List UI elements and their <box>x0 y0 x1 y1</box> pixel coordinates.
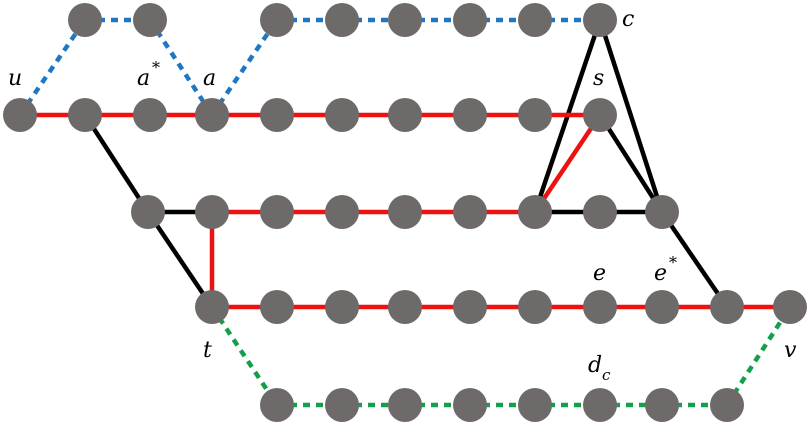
node-g3 <box>388 388 422 422</box>
label-e-star-superscript: * <box>669 253 677 272</box>
node-s <box>583 98 617 132</box>
label-s: s <box>593 66 604 91</box>
node-r2-3 <box>260 195 294 229</box>
node-c <box>583 3 617 37</box>
node-g2 <box>325 388 359 422</box>
black-edge <box>83 113 150 214</box>
node-tR4 <box>453 3 487 37</box>
label-d-c: d <box>588 353 602 378</box>
node-tR1 <box>260 3 294 37</box>
label-u: u <box>8 66 22 91</box>
node-r1-7 <box>388 98 422 132</box>
label-e: e <box>593 261 606 286</box>
node-r3-5 <box>453 290 487 324</box>
blue-dashed-edge <box>18 18 87 117</box>
node-r2-4 <box>325 195 359 229</box>
blue-dashed-edge <box>148 18 214 117</box>
node-tL2 <box>133 3 167 37</box>
node-r2-1 <box>131 195 165 229</box>
node-r2-9 <box>645 195 679 229</box>
node-r2-8 <box>583 195 617 229</box>
node-r1-2 <box>68 98 102 132</box>
node-g4 <box>453 388 487 422</box>
black-edge <box>146 210 214 309</box>
black-edge <box>660 210 729 309</box>
node-g8 <box>710 388 744 422</box>
node-g1 <box>260 388 294 422</box>
node-t <box>195 290 229 324</box>
node-r3-4 <box>388 290 422 324</box>
node-a <box>195 98 229 132</box>
label-a: a <box>203 66 216 91</box>
node-g5 <box>518 388 552 422</box>
label-t: t <box>203 338 212 363</box>
node-r3-2 <box>260 290 294 324</box>
node-r1-6 <box>325 98 359 132</box>
green-dashed-edge <box>210 305 279 407</box>
label-v: v <box>784 338 797 363</box>
node-v <box>773 290 807 324</box>
node-r3-3 <box>325 290 359 324</box>
node-tR3 <box>388 3 422 37</box>
label-a-star-superscript: * <box>152 58 160 77</box>
label-e-star: e <box>654 261 667 286</box>
node-r2-7 <box>518 195 552 229</box>
node-r2-5 <box>388 195 422 229</box>
node-d-c <box>583 388 617 422</box>
node-g7 <box>645 388 679 422</box>
node-r2-2 <box>195 195 229 229</box>
node-r3-9 <box>710 290 744 324</box>
blue-dashed-edge <box>210 18 279 117</box>
node-tL1 <box>68 3 102 37</box>
node-e-star <box>645 290 679 324</box>
black-edge <box>597 19 665 213</box>
nodes <box>3 3 807 422</box>
vertex-labels: u a * a c s e e * t v d c <box>8 7 797 384</box>
node-r1-5 <box>260 98 294 132</box>
black-edge <box>598 113 664 214</box>
node-r2-6 <box>453 195 487 229</box>
node-r1-9 <box>518 98 552 132</box>
label-d-c-subscript: c <box>602 366 611 384</box>
node-r3-6 <box>518 290 552 324</box>
node-tR5 <box>518 3 552 37</box>
node-tR2 <box>325 3 359 37</box>
label-c: c <box>622 7 634 32</box>
node-u <box>3 98 37 132</box>
green-dashed-edge <box>725 305 792 407</box>
node-r1-3 <box>133 98 167 132</box>
red-edge <box>533 113 602 214</box>
node-r1-8 <box>453 98 487 132</box>
label-a-star: a <box>137 66 150 91</box>
node-e <box>583 290 617 324</box>
